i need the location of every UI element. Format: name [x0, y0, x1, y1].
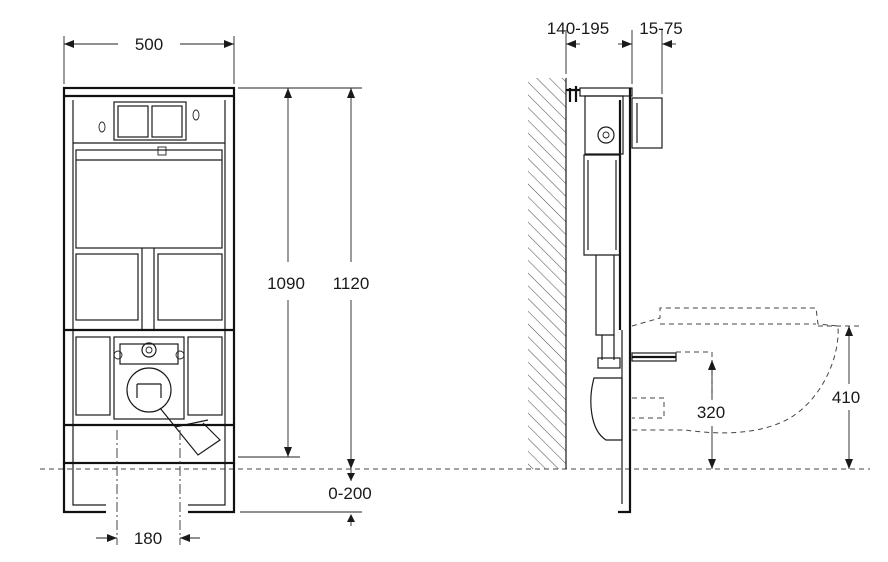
height-inner-label: 1090: [267, 274, 305, 293]
actuator-box: [631, 97, 663, 149]
side-view: 140-195 15-75 320 410: [528, 19, 862, 514]
drain-elbow-side: [590, 377, 623, 441]
waste-pipe: [159, 407, 221, 456]
frame-outer: [62, 86, 236, 465]
flush-plate: [113, 101, 187, 141]
frame-column: [618, 88, 632, 330]
wall-offset-label: 140-195: [547, 19, 609, 38]
width-label: 500: [135, 35, 163, 54]
foot-adjust-label: 0-200: [328, 484, 371, 503]
front-view: 500 1090 1120 0-200 180: [62, 35, 372, 548]
panel-offset-label: 15-75: [639, 19, 682, 38]
wall: [528, 78, 566, 469]
leg-left: [62, 463, 106, 514]
drain-outlet: [126, 367, 172, 413]
toilet-outline: [631, 307, 839, 434]
drain-height-label: 320: [697, 403, 725, 422]
height-total-label: 1120: [333, 274, 370, 293]
cistern: [75, 149, 223, 249]
drain-spacing-label: 180: [134, 529, 162, 548]
drain-bracket: [113, 336, 185, 420]
cistern-side: [583, 154, 621, 256]
seat-height-label: 410: [832, 388, 860, 407]
leg-right: [188, 463, 236, 514]
leg-side: [618, 330, 632, 514]
